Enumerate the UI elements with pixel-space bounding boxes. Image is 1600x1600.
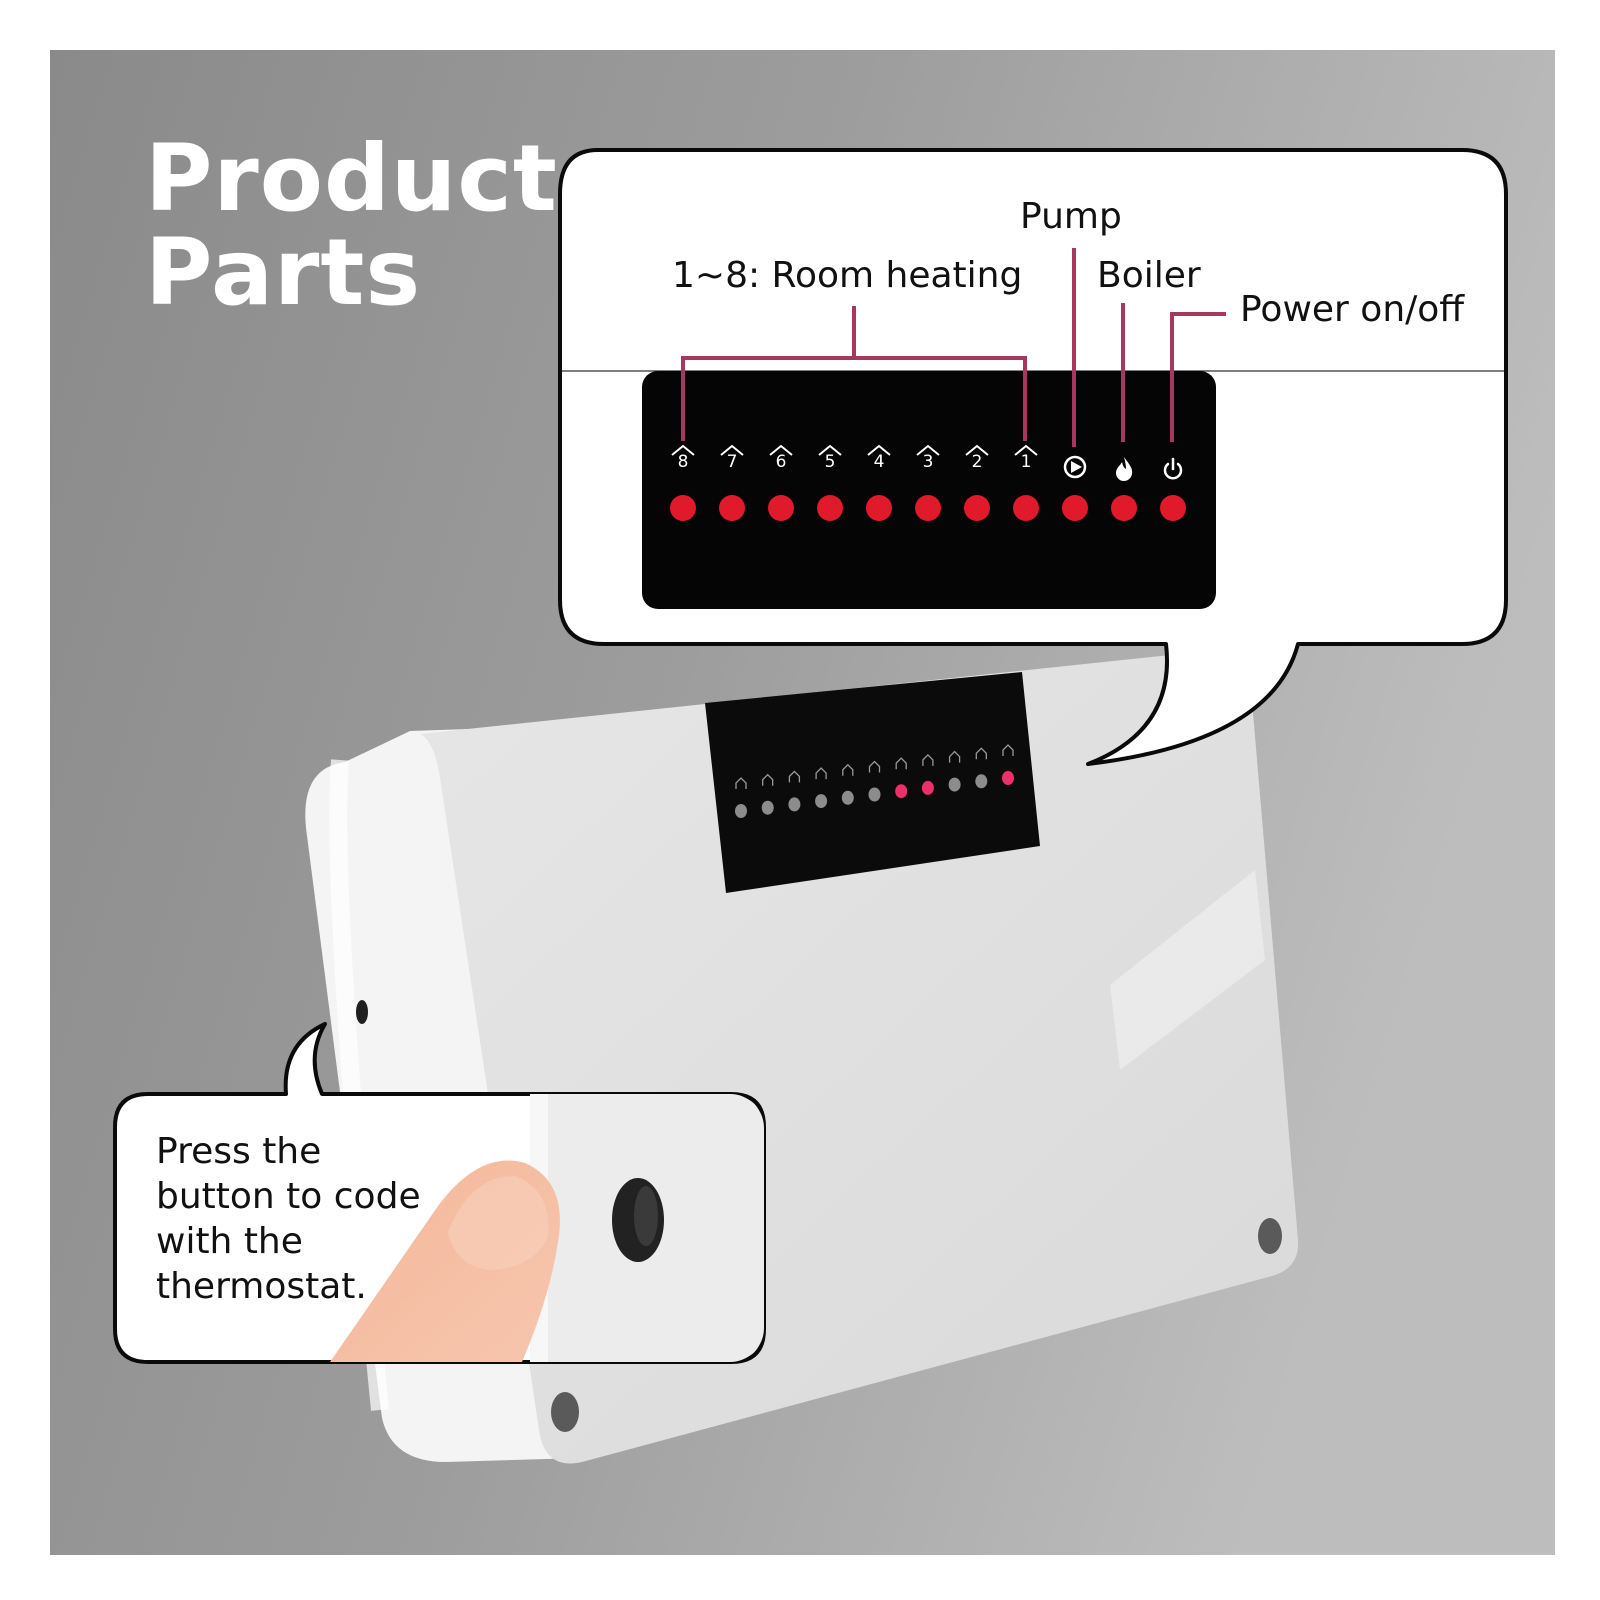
press-instruction: Press the button to code with the thermo…: [156, 1129, 476, 1309]
panel-led: [670, 495, 696, 521]
device-led-lit: [895, 784, 908, 799]
zone-number: 5: [824, 452, 836, 472]
pump-label: Pump: [1020, 196, 1122, 237]
zone-icon-6: 6: [763, 444, 799, 473]
flame-icon: [1116, 457, 1133, 481]
device-led: [841, 790, 854, 805]
zone-number: 8: [677, 452, 689, 472]
zone-icon-3: 3: [910, 444, 946, 473]
device-led: [788, 797, 801, 812]
panel-led: [719, 495, 745, 521]
press-line-2: button to code: [156, 1176, 421, 1217]
house-icon: [1014, 444, 1038, 456]
title-line-1: Product: [145, 125, 558, 232]
pump-icon: [1063, 455, 1087, 479]
press-line-1: Press the: [156, 1131, 322, 1172]
zone-icon-5: 5: [812, 444, 848, 473]
house-icon: [916, 444, 940, 456]
device-led: [735, 804, 747, 818]
device-led: [761, 800, 774, 815]
panel-led: [1111, 495, 1137, 521]
device-zone-icon: [788, 770, 801, 783]
device-zone-icon: [1002, 744, 1014, 756]
device-led: [975, 774, 988, 789]
power-icon: [1163, 457, 1183, 480]
device-zone-icon: [948, 750, 961, 763]
device-led-lit: [1002, 771, 1014, 785]
panel-led: [915, 495, 941, 521]
control-panel-display: [642, 371, 1216, 609]
device-zone-icon: [975, 747, 987, 760]
title-line-2: Parts: [145, 219, 422, 326]
panel-led-row: [670, 495, 1186, 521]
device-led-lit: [921, 780, 934, 795]
press-line-4: thermostat.: [156, 1266, 367, 1307]
page-title: Product Parts: [145, 132, 558, 320]
zone-number: 4: [873, 452, 885, 472]
zoom-callout: [558, 148, 1508, 766]
press-callout: [113, 1022, 766, 1364]
panel-led: [1160, 495, 1186, 521]
panel-led: [768, 495, 794, 521]
press-line-3: with the: [156, 1221, 303, 1262]
device-side-hole: [356, 1000, 368, 1024]
device-led-row: [735, 744, 1014, 818]
house-icon: [818, 444, 842, 456]
zone-icon-7: 7: [714, 444, 750, 473]
power-leader: [1170, 312, 1226, 442]
zone-icon-2: 2: [959, 444, 995, 473]
panel-led: [1013, 495, 1039, 521]
panel-led: [1062, 495, 1088, 521]
device-display: [705, 672, 1040, 893]
device-screw-right: [1258, 1218, 1282, 1254]
device-zone-icon: [735, 777, 747, 789]
zone-icon-1: 1: [1008, 444, 1044, 473]
boiler-label: Boiler: [1097, 255, 1201, 296]
house-icon: [867, 444, 891, 456]
room-heating-bracket: [681, 306, 1027, 441]
device-zone-icon: [815, 767, 827, 780]
leader-lines: [681, 248, 1226, 447]
panel-led: [866, 495, 892, 521]
device-zone-icon: [895, 757, 907, 770]
zone-number: 3: [922, 452, 934, 472]
power-label: Power on/off: [1240, 289, 1465, 330]
device-led: [815, 794, 828, 809]
device-screw-bottom: [551, 1392, 579, 1432]
room-heating-label: 1~8: Room heating: [672, 255, 1023, 296]
device-zone-icon: [868, 760, 881, 773]
house-icon: [720, 444, 744, 456]
zone-icon-8: 8: [665, 444, 701, 473]
zone-number: 2: [971, 452, 983, 472]
zone-icon-4: 4: [861, 444, 897, 473]
zone-number: 6: [775, 452, 787, 472]
panel-led: [964, 495, 990, 521]
device-led: [868, 787, 881, 802]
house-icon: [671, 444, 695, 456]
house-icon: [769, 444, 793, 456]
device-zone-icon: [762, 773, 774, 786]
zone-number: 7: [726, 452, 738, 472]
panel-led: [817, 495, 843, 521]
device-zone-icon: [922, 753, 934, 766]
device-led: [948, 777, 961, 792]
zone-number: 1: [1020, 452, 1032, 472]
device-zone-icon: [842, 763, 854, 776]
house-icon: [965, 444, 989, 456]
